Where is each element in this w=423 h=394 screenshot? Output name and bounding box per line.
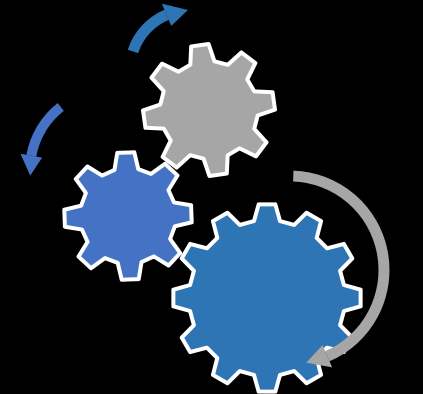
- arrow-right-head: [306, 345, 333, 368]
- arrow-left-head: [20, 153, 43, 176]
- arrow-right-shaft: [293, 170, 390, 362]
- gear-blue-large-icon: [171, 202, 363, 394]
- arrow-top-shaft: [127, 9, 169, 54]
- arrow-left-shaft: [26, 103, 64, 157]
- gear-blue-small-icon: [62, 150, 194, 282]
- arrow-left-icon: [20, 103, 64, 176]
- arrow-top-icon: [127, 3, 188, 54]
- gear-grey-icon: [141, 42, 277, 178]
- arrow-top-head: [161, 3, 188, 26]
- arrow-right-icon: [293, 170, 390, 368]
